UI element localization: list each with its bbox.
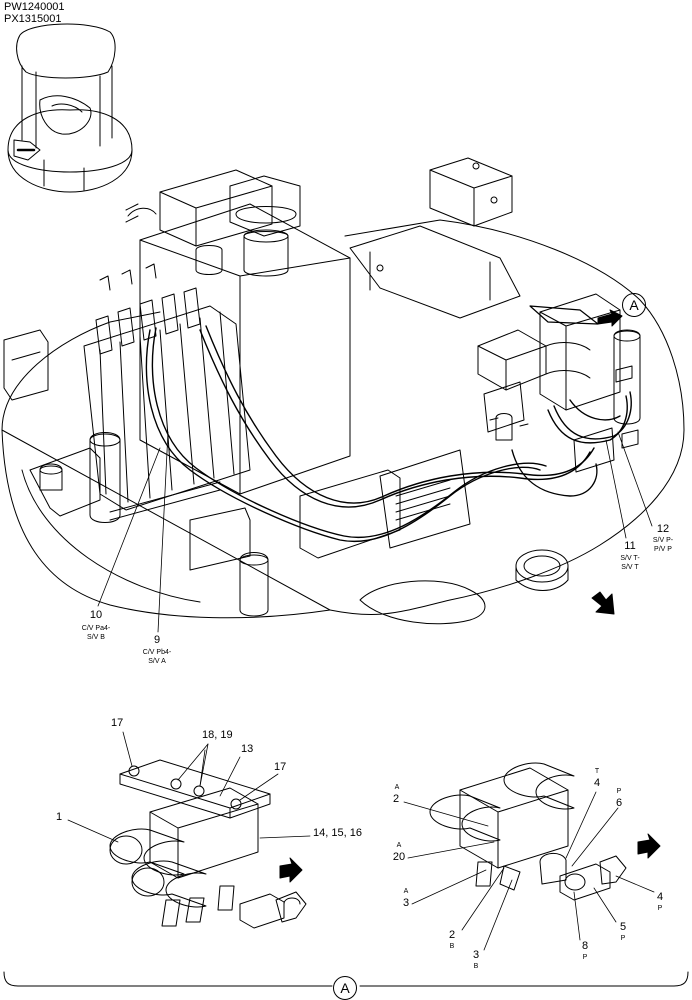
detail-right-number-8: 8 — [581, 940, 589, 952]
detail-left-callout-13: 13 — [241, 743, 254, 755]
detail-right-number-20: 20 — [392, 851, 406, 863]
machine-thumbnail — [7, 23, 133, 193]
callout-9-line2: S/V A — [148, 658, 166, 665]
drawing-code-1: PW1240001 — [4, 1, 65, 13]
callout-12-line2: P/V P — [654, 546, 672, 553]
callout-10-line1: C/V Pa4- — [81, 625, 111, 632]
detail-right-port-5: P — [620, 935, 626, 942]
detail-right-port-2a: A — [394, 784, 400, 791]
detail-right-number-3b: 3 — [472, 949, 480, 961]
detail-left — [67, 731, 311, 929]
detail-right — [403, 762, 661, 951]
detail-right-number-3a: 3 — [402, 897, 410, 909]
detail-right-port-4t: T — [594, 768, 600, 775]
callout-11-number: 11 — [624, 540, 636, 552]
detail-right-port-2b: B — [449, 943, 455, 950]
detail-right-number-6: 6 — [615, 797, 623, 809]
detail-marker-bottom: A — [333, 976, 357, 1000]
control-valve-bank — [83, 263, 251, 511]
detail-right-port-6: P — [616, 788, 622, 795]
callout-10-line2: S/V B — [87, 634, 105, 641]
callout-9-number: 9 — [153, 634, 161, 646]
callout-11-line2: S/V T — [621, 564, 639, 571]
detail-bracket — [3, 971, 689, 987]
detail-left-callout-18-19: 18, 19 — [202, 729, 233, 741]
detail-right-number-4p: 4 — [656, 891, 664, 903]
detail-right-port-3b: B — [473, 963, 479, 970]
detail-right-number-2a: 2 — [392, 793, 400, 805]
detail-left-callout-14-15-16: 14, 15, 16 — [313, 827, 362, 839]
detail-left-callout-17a: 17 — [111, 717, 124, 729]
callout-12-number: 12 — [656, 523, 670, 535]
detail-right-number-2b: 2 — [448, 929, 456, 941]
solenoid-valve-block — [477, 293, 639, 473]
callout-9-line1: C/V Pb4- — [142, 649, 172, 656]
hoses — [145, 325, 632, 542]
drawing-code-2: PX1315001 — [4, 13, 62, 25]
left-posts — [39, 432, 269, 617]
detail-left-callout-1: 1 — [56, 811, 63, 823]
detail-right-port-8: P — [582, 954, 588, 961]
detail-right-number-4t: 4 — [593, 777, 601, 789]
callout-10-number: 10 — [89, 609, 103, 621]
detail-right-port-20: A — [396, 842, 402, 849]
detail-left-callout-17b: 17 — [274, 761, 287, 773]
detail-right-port-4p: P — [657, 905, 663, 912]
turntable-frame — [1, 219, 685, 619]
detail-right-number-5: 5 — [619, 921, 627, 933]
callout-leaders — [97, 431, 653, 633]
detail-right-port-3a: A — [403, 888, 409, 895]
callout-12-line1: S/V P- — [652, 537, 674, 544]
detail-marker-top: A — [622, 293, 646, 317]
callout-11-line1: S/V T- — [620, 555, 640, 562]
main-view — [1, 157, 685, 633]
